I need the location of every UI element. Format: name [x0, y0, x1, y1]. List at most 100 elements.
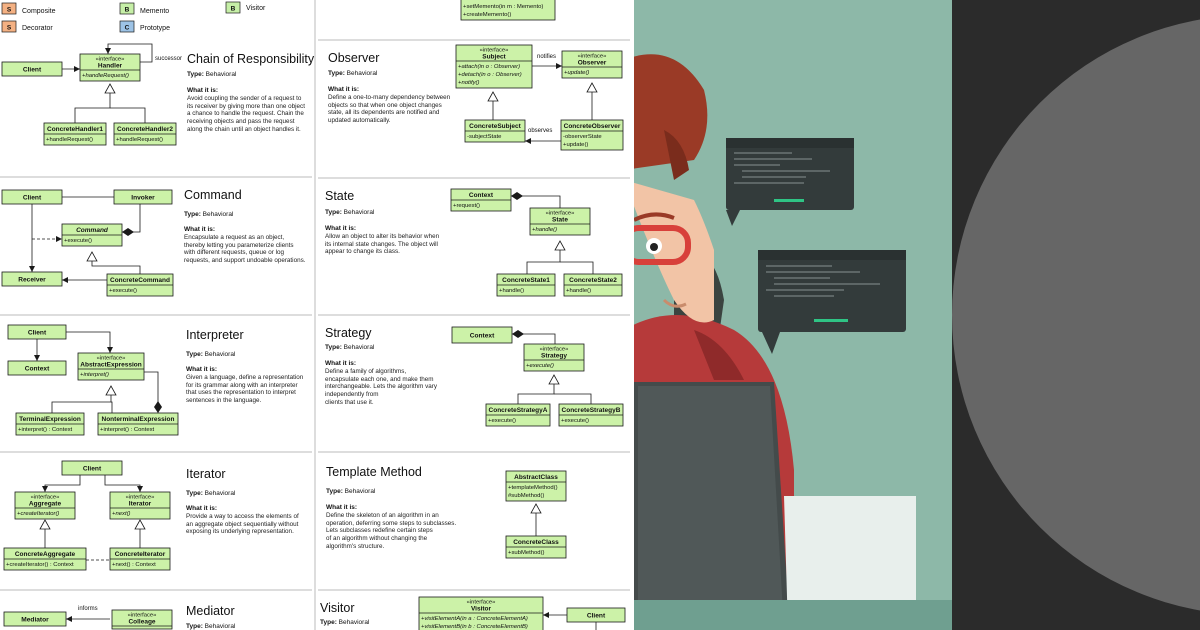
command-receiver-label: Receiver — [18, 277, 46, 284]
observer-title: Observer — [328, 51, 380, 65]
command-receiver-arrowhead — [29, 266, 35, 272]
interpreter-composition-diamond — [154, 401, 162, 413]
chain-handler-name: Handler — [98, 63, 123, 70]
legend-badge-letter: B — [125, 7, 130, 14]
observer-observes-label: observes — [528, 128, 552, 134]
strategy-concrete-a-op: +execute() — [488, 418, 516, 424]
chain-client-label: Client — [23, 67, 42, 74]
command-concrete-name: ConcreteCommand — [110, 277, 170, 284]
strategy-concrete-b-op: +execute() — [561, 418, 589, 424]
chain-inherit-1 — [74, 93, 111, 123]
observer-type: Type: Behavioral — [328, 70, 378, 77]
interpreter-expr-arrowhead — [107, 347, 113, 353]
decorative-disc-panel — [952, 0, 1200, 630]
observer-subject-stereotype: «interface» — [480, 48, 509, 54]
strategy-strategy — [523, 343, 585, 372]
iterator-iterator-op: +next() — [112, 511, 131, 517]
observer-concrete-observer-op: +update() — [563, 142, 588, 148]
interpreter-description: Given a language, define a representatio… — [186, 374, 304, 405]
observer-notifies-label: notifies — [537, 54, 556, 60]
legend-badge — [225, 1, 241, 14]
command-description: Encapsulate a request as an object, ther… — [184, 234, 306, 265]
strategy-strategy-name: Strategy — [541, 353, 567, 360]
strategy-context-label: Context — [470, 333, 495, 340]
iterator-aggregate-arrowhead — [42, 486, 48, 492]
strategy-generalization-triangle — [548, 374, 560, 385]
interpreter-client-expr-link — [66, 331, 111, 353]
template-type: Type: Behavioral — [326, 488, 376, 495]
observer-observer-name: Observer — [578, 60, 607, 67]
observer-subject-triangle — [487, 91, 499, 102]
legend-badge-letter: B — [231, 6, 236, 13]
iterator-client-iterator-link — [104, 475, 141, 492]
chain-description: Avoid coupling the sender of a request t… — [187, 95, 305, 133]
iterator-aggregate — [14, 491, 76, 520]
legend-badge — [119, 2, 135, 15]
template-description: Define the skeleton of an algorithm in a… — [326, 512, 457, 550]
state-context-name: Context — [469, 192, 494, 199]
template-generalization-triangle — [530, 503, 542, 514]
observer-concrete-subject-name: ConcreteSubject — [469, 123, 521, 130]
chain-concrete-handler-1-name: ConcreteHandler1 — [47, 126, 103, 133]
mediator-title: Mediator — [186, 604, 235, 618]
command-inherit — [91, 261, 141, 274]
chain-type: Type: Behavioral — [187, 71, 237, 78]
iterator-description: Provide a way to access the elements of … — [186, 513, 299, 536]
template-abstract-class — [505, 470, 567, 502]
mediator-informs-arrowhead — [66, 616, 72, 622]
interpreter-title: Interpreter — [186, 328, 244, 342]
strategy-title: Strategy — [325, 326, 372, 340]
legend-label-visitor: Visitor — [246, 5, 266, 12]
state-state-stereotype: «interface» — [546, 211, 575, 217]
chain-handler-op: +handleRequest() — [82, 73, 129, 79]
memento-originator-box — [460, 0, 556, 21]
template-abstract-class-op: +templateMethod() — [508, 485, 558, 491]
interpreter-client-label: Client — [28, 330, 47, 337]
command-receiver-link-arrowhead — [62, 277, 68, 283]
command-concrete-op: +execute() — [109, 288, 137, 294]
programmer-illustration — [634, 0, 952, 630]
interpreter-inherit-1 — [51, 395, 112, 413]
visitor-title: Visitor — [320, 601, 355, 615]
chain-successor-label: successor — [155, 56, 182, 62]
chain-client-arrowhead — [74, 66, 80, 72]
decorative-disc — [952, 19, 1200, 611]
command-aggregation-diamond — [122, 228, 134, 236]
template-what-label: What it is: — [326, 504, 358, 511]
visitor-type: Type: Behavioral — [320, 619, 370, 626]
command-receiver — [1, 271, 63, 287]
iterator-concrete-iterator-name: ConcreteIterator — [115, 551, 166, 558]
code-window-top — [726, 138, 854, 226]
observer-observer-triangle — [586, 82, 598, 93]
observer-notifies-arrowhead — [556, 63, 562, 69]
iterator-iterator — [109, 491, 171, 520]
visitor-visitor — [418, 596, 544, 630]
strategy-description: Define a family of algorithms, encapsula… — [325, 368, 438, 406]
observer-observer-op: +update() — [564, 70, 589, 76]
chain-handler-stereotype: «interface» — [96, 57, 125, 63]
strategy-what-label: What it is: — [325, 360, 357, 367]
mediator-mediator-label: Mediator — [21, 617, 49, 624]
chain-handler — [79, 53, 141, 82]
legend-label-decorator: Decorator — [22, 25, 53, 32]
strategy-inherit-1 — [517, 384, 555, 404]
strategy-aggregation-diamond — [512, 330, 524, 338]
mediator-colleague — [111, 609, 173, 630]
observer-what-label: What it is: — [328, 86, 360, 93]
interpreter-terminal-expression-op: +interpret() : Context — [18, 427, 73, 433]
command-title: Command — [184, 188, 242, 202]
iterator-title: Iterator — [186, 467, 226, 481]
memento-op: +setMemento(in m : Memento) — [463, 4, 543, 10]
state-context-op: +request() — [453, 203, 480, 209]
observer-concrete-observer-name: ConcreteObserver — [564, 123, 621, 130]
state-concrete-state-1-op: +handle() — [499, 288, 524, 294]
state-generalization-triangle — [554, 240, 566, 251]
interpreter-context-arrowhead — [34, 355, 40, 361]
legend-badge — [1, 20, 17, 33]
visitor-client-arrowhead — [543, 612, 549, 618]
strategy-context — [451, 326, 513, 344]
legend-badge — [119, 20, 135, 33]
chain-successor-arrowhead — [105, 48, 111, 54]
state-type: Type: Behavioral — [325, 209, 375, 216]
iterator-concrete-aggregate-op: +createIterator() : Context — [6, 562, 74, 568]
